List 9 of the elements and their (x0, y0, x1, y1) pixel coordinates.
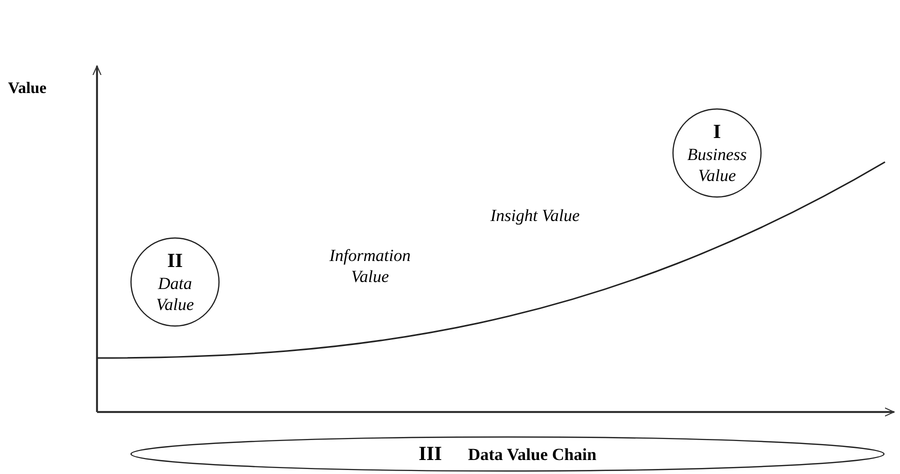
roman-numeral: III (418, 442, 442, 466)
roman-numeral: I (713, 120, 721, 144)
stage-label: Insight Value (490, 205, 580, 226)
node-label: Data Value Chain (468, 444, 596, 464)
roman-numeral: II (167, 250, 183, 272)
stage-label: Information Value (328, 245, 412, 287)
node-label: Business Value (686, 144, 748, 186)
node-label: Data Value (155, 272, 195, 314)
axis-title: Value (8, 79, 48, 99)
